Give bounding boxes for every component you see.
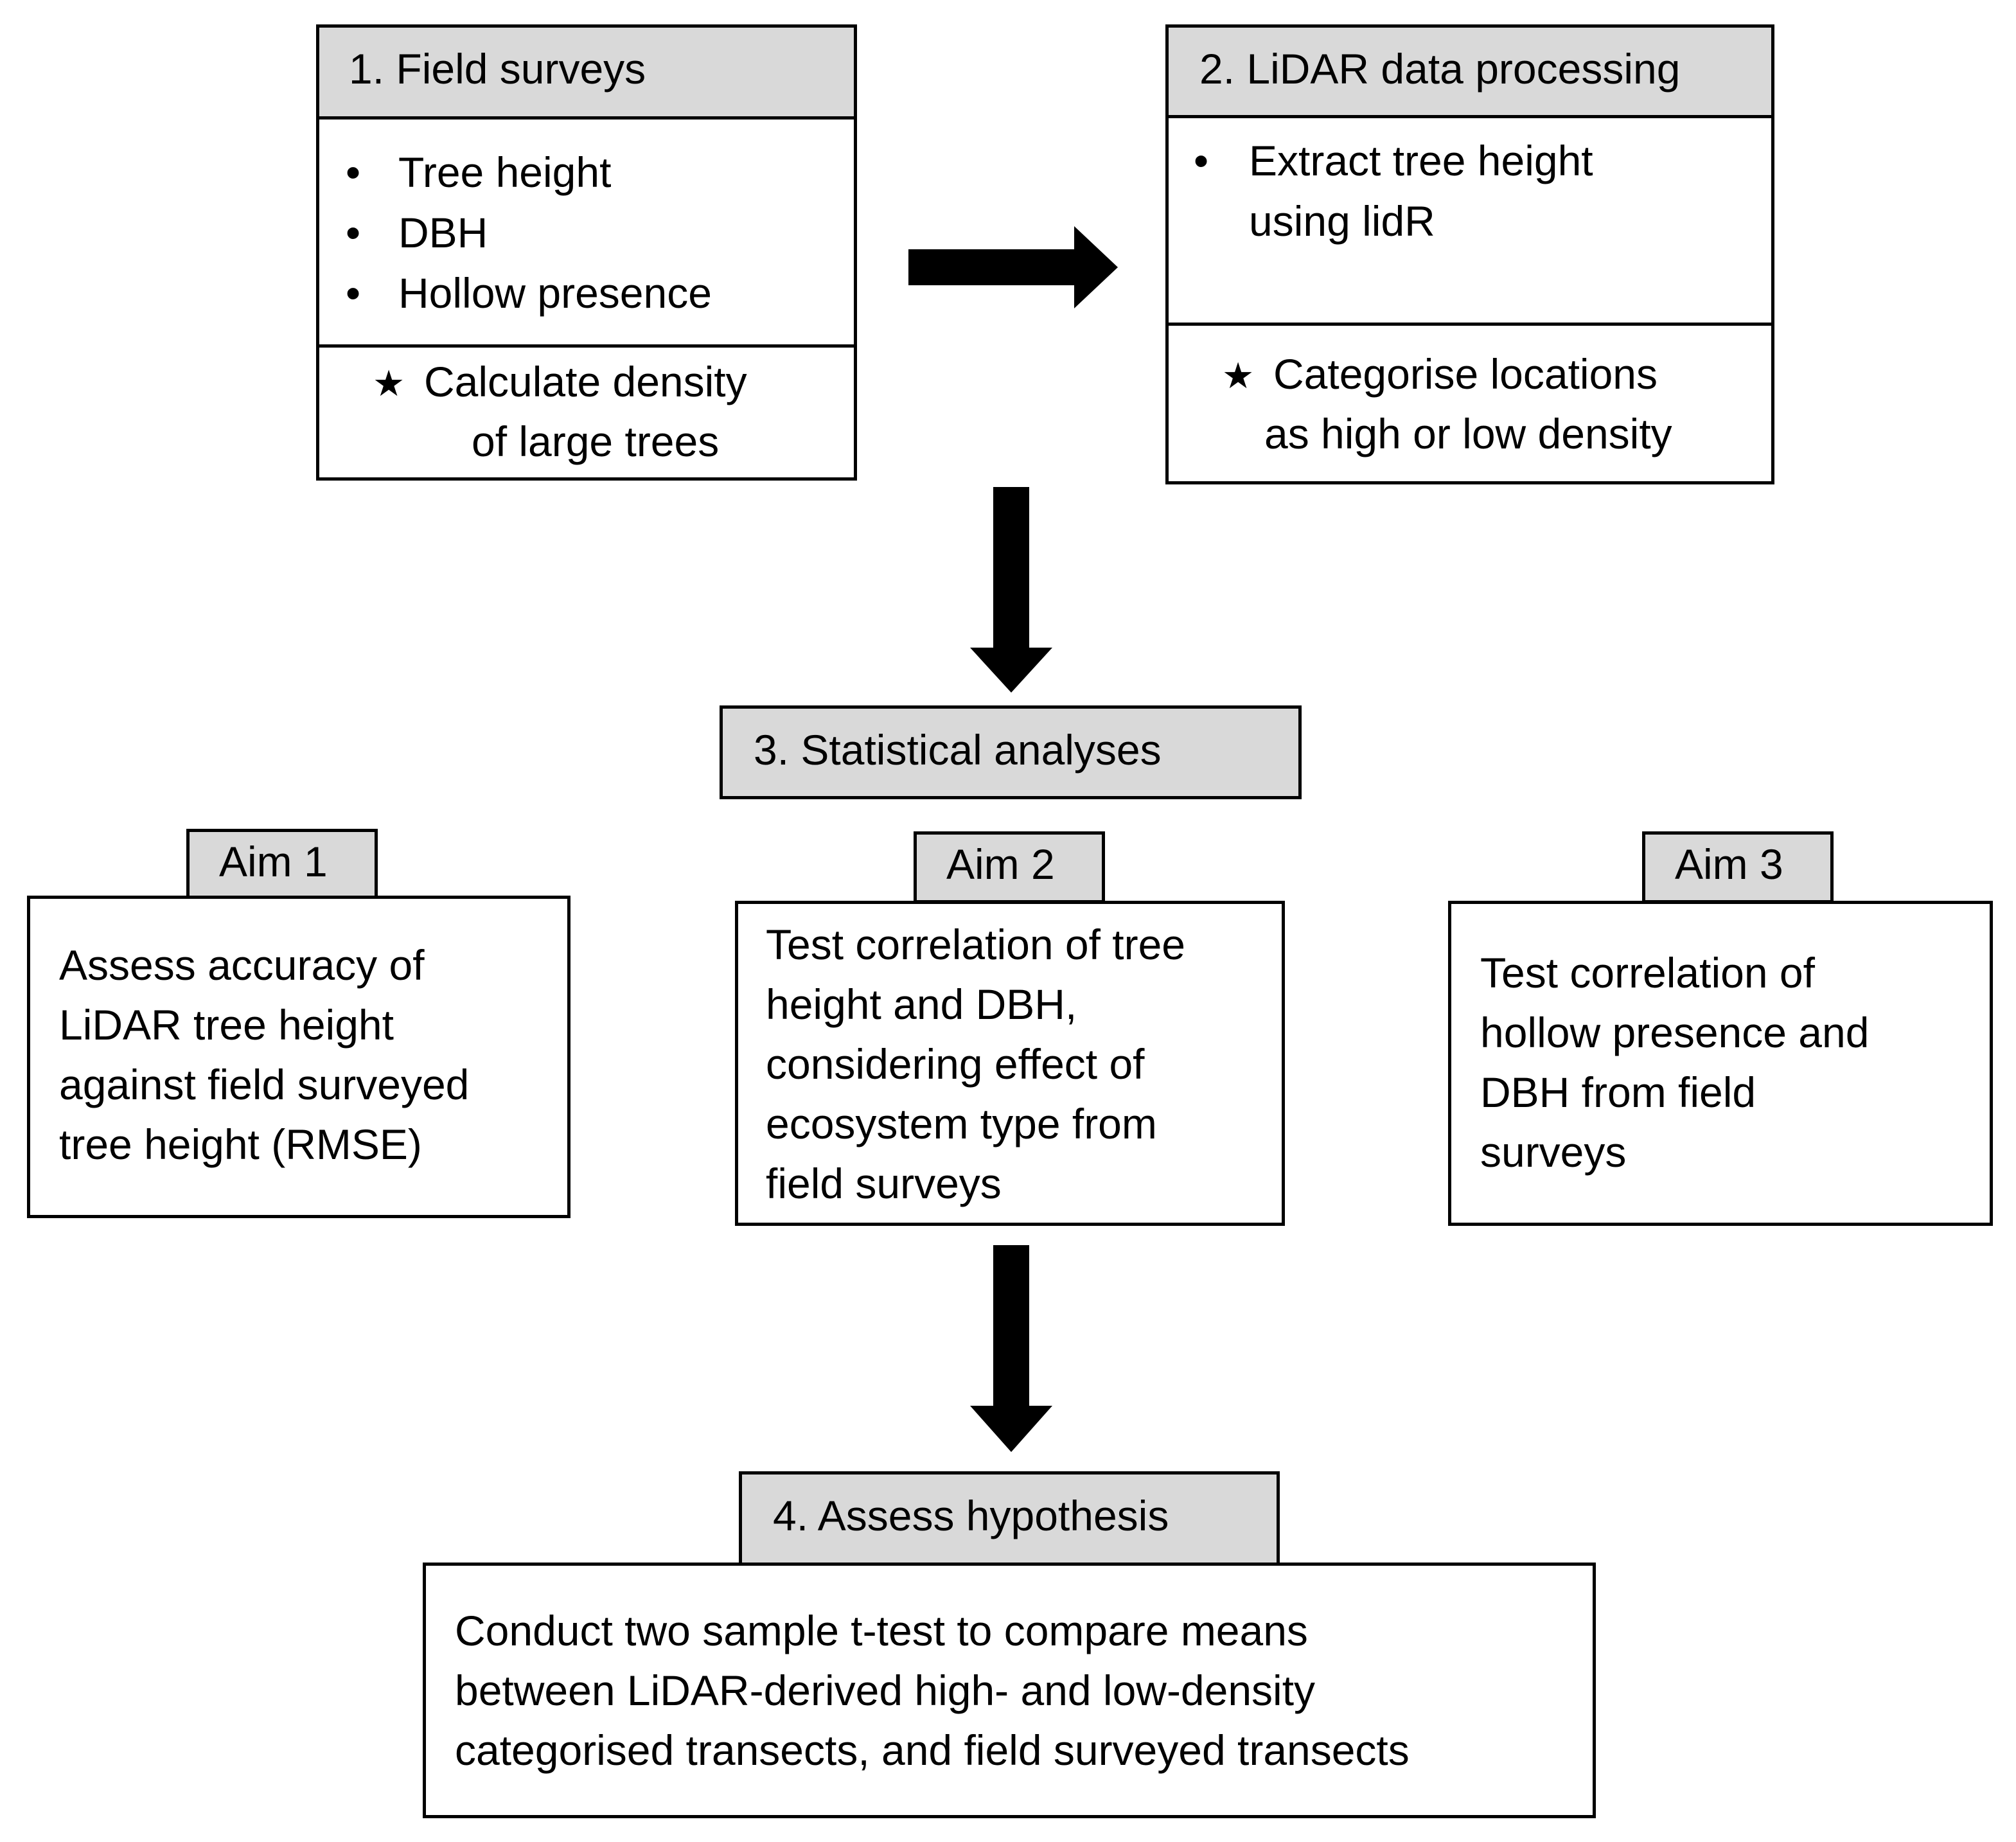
- aim-2-line-1: Test correlation of tree: [766, 921, 1185, 968]
- aim-2-line-5: field surveys: [766, 1160, 1002, 1207]
- aim-1-box: [27, 896, 570, 1218]
- statistical-analyses-title: 3. Statistical analyses: [754, 726, 1162, 774]
- assess-hypothesis-header: 4. Assess hypothesis: [739, 1471, 1280, 1566]
- field-surveys-header: 1. Field surveys: [316, 24, 857, 120]
- assess-hypothesis-line-3: categorised transects, and field surveye…: [455, 1726, 1410, 1774]
- field-surveys-item-2: DBH: [398, 209, 488, 256]
- field-surveys-note-line-2: of large trees: [472, 418, 720, 465]
- lidar-processing-note-line-2: as high or low density: [1264, 410, 1672, 457]
- aim-3-line-3: DBH from field: [1480, 1068, 1756, 1116]
- field-surveys-bullet-1: •: [346, 148, 361, 196]
- lidar-processing-star-icon: ★: [1222, 355, 1255, 396]
- lidar-processing-item-1: Extract tree height: [1249, 137, 1593, 184]
- aim-2-label: Aim 2: [946, 840, 1055, 888]
- field-surveys-note-line-1: Calculate density: [424, 358, 747, 405]
- aim-1-line-1: Assess accuracy of: [59, 941, 425, 989]
- aim-1-line-4: tree height (RMSE): [59, 1120, 422, 1168]
- lidar-processing-title: 2. LiDAR data processing: [1199, 45, 1681, 93]
- field-surveys-bullet-2: •: [346, 209, 361, 256]
- aim-2-box: [735, 901, 1285, 1226]
- assess-hypothesis-line-2: between LiDAR-derived high- and low-dens…: [455, 1667, 1316, 1714]
- aim-1-line-2: LiDAR tree height: [59, 1001, 394, 1049]
- assess-hypothesis-title: 4. Assess hypothesis: [773, 1492, 1169, 1539]
- aim-2-label-box: Aim 2: [914, 831, 1105, 903]
- lidar-processing-note-line-1: Categorise locations: [1273, 350, 1658, 398]
- arrow-down-icon: [970, 1245, 1052, 1452]
- lidar-processing-bullet-1: •: [1194, 137, 1209, 184]
- assess-hypothesis-line-1: Conduct two sample t-test to compare mea…: [455, 1607, 1308, 1654]
- lidar-processing-header: 2. LiDAR data processing: [1165, 24, 1774, 118]
- aim-2-line-4: ecosystem type from: [766, 1100, 1157, 1147]
- aim-2-line-3: considering effect of: [766, 1040, 1145, 1088]
- aim-3-box: [1448, 901, 1993, 1226]
- arrow-down-icon: [970, 487, 1052, 693]
- aim-3-line-2: hollow presence and: [1480, 1009, 1870, 1056]
- field-surveys-divider: [316, 344, 857, 348]
- aim-3-label-box: Aim 3: [1642, 831, 1834, 903]
- aim-3-line-4: surveys: [1480, 1128, 1627, 1176]
- field-surveys-title: 1. Field surveys: [349, 45, 646, 93]
- assess-hypothesis-box: [423, 1563, 1596, 1818]
- lidar-processing-item-2: using lidR: [1249, 197, 1435, 245]
- aim-2-line-2: height and DBH,: [766, 980, 1077, 1028]
- field-surveys-item-3: Hollow presence: [398, 269, 712, 317]
- aim-1-line-3: against field surveyed: [59, 1061, 470, 1108]
- field-surveys-bullet-3: •: [346, 269, 361, 317]
- aim-3-line-1: Test correlation of: [1480, 949, 1815, 996]
- aim-1-label: Aim 1: [219, 838, 328, 885]
- aim-1-label-box: Aim 1: [186, 829, 378, 901]
- field-surveys-star-icon: ★: [373, 363, 405, 403]
- statistical-analyses-header: 3. Statistical analyses: [720, 705, 1302, 799]
- arrow-right-icon: [908, 226, 1118, 308]
- lidar-processing-divider: [1165, 323, 1774, 326]
- aim-3-label: Aim 3: [1675, 840, 1783, 888]
- field-surveys-item-1: Tree height: [398, 148, 612, 196]
